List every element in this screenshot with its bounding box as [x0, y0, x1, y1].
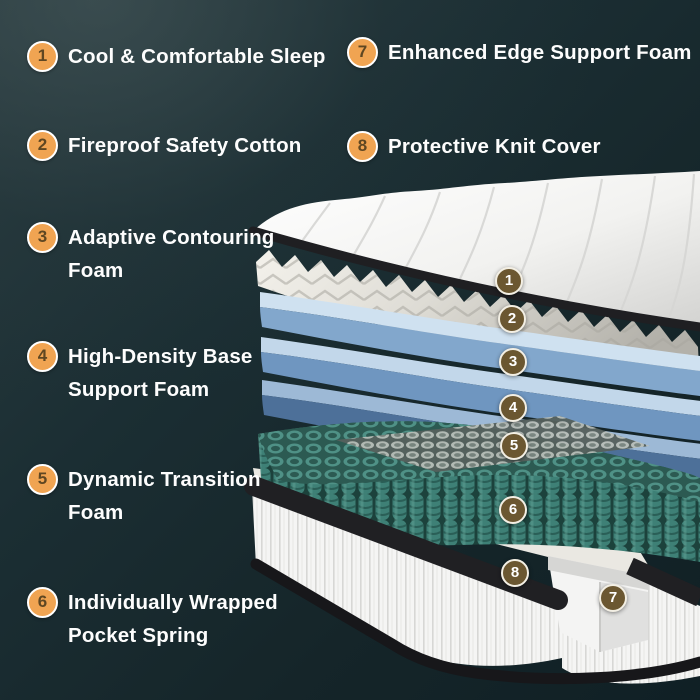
diagram-badge-1: 1 — [495, 267, 523, 295]
legend-item-cool-comfortable-sleep: 1 Cool & Comfortable Sleep — [27, 40, 326, 73]
legend-label: Cool & Comfortable Sleep — [68, 45, 326, 68]
legend-label: Fireproof Safety Cotton — [68, 134, 302, 157]
legend-item-enhanced-edge-support-foam: 7 Enhanced Edge Support Foam — [347, 36, 692, 69]
legend-badge-8: 8 — [347, 131, 378, 162]
legend-label: Protective Knit Cover — [388, 135, 601, 158]
diagram-badge-3: 3 — [499, 348, 527, 376]
legend-item-protective-knit-cover: 8 Protective Knit Cover — [347, 130, 601, 163]
legend-label: Dynamic Transition — [68, 468, 261, 491]
legend-label-line2: Support Foam — [68, 378, 210, 401]
legend-label-line2: Pocket Spring — [68, 624, 209, 647]
legend-badge-4: 4 — [27, 341, 58, 372]
legend-badge-7: 7 — [347, 37, 378, 68]
diagram-badge-8: 8 — [501, 559, 529, 587]
legend-label: Enhanced Edge Support Foam — [388, 41, 692, 64]
diagram-badge-4: 4 — [499, 394, 527, 422]
legend-label: High-Density Base — [68, 345, 253, 368]
legend-badge-3: 3 — [27, 222, 58, 253]
legend-label-line2: Foam — [68, 259, 124, 282]
legend-badge-5: 5 — [27, 464, 58, 495]
diagram-badge-6: 6 — [499, 496, 527, 524]
legend-badge-2: 2 — [27, 130, 58, 161]
legend-badge-1: 1 — [27, 41, 58, 72]
legend-label: Individually Wrapped — [68, 591, 278, 614]
legend-label: Adaptive Contouring — [68, 226, 275, 249]
legend-item-fireproof-safety-cotton: 2 Fireproof Safety Cotton — [27, 129, 302, 162]
legend-badge-6: 6 — [27, 587, 58, 618]
legend-label-line2: Foam — [68, 501, 124, 524]
diagram-badge-2: 2 — [498, 305, 526, 333]
diagram-badge-5: 5 — [500, 432, 528, 460]
quilted-top-layer-illustration — [248, 171, 700, 332]
spring-mesh-patch — [336, 416, 650, 472]
diagram-badge-7: 7 — [599, 584, 627, 612]
